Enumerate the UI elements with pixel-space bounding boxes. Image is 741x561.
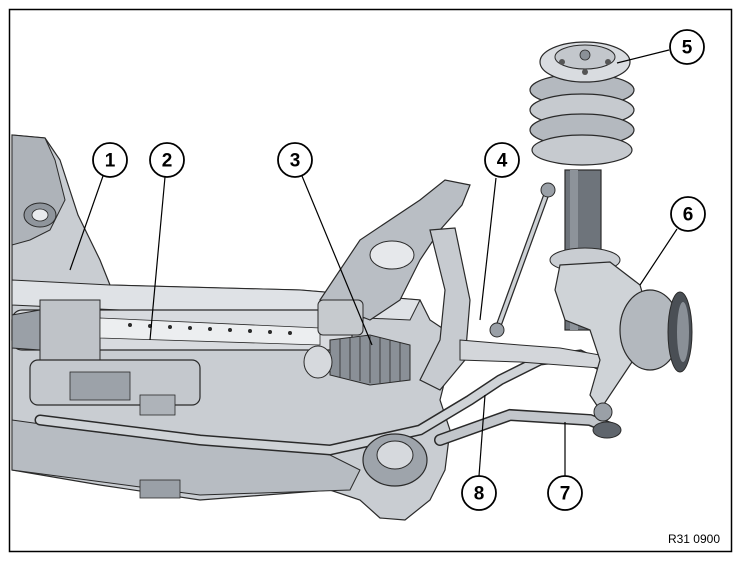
control-arm-drawing <box>319 179 471 321</box>
leader-line-4 <box>479 177 497 321</box>
callout-label-4: 4 <box>497 151 508 172</box>
callout-label-3: 3 <box>290 151 301 172</box>
leader-line-2 <box>149 176 166 341</box>
suspension-illustration <box>11 41 693 521</box>
callout-label-2: 2 <box>162 151 173 172</box>
callout-label-8: 8 <box>474 484 485 505</box>
leader-line-3 <box>301 175 373 346</box>
callout-label-7: 7 <box>560 484 571 505</box>
lower-arm-drawing <box>419 227 601 391</box>
callout-2: 2 <box>149 142 185 178</box>
callout-8: 8 <box>461 475 497 511</box>
callout-label-6: 6 <box>683 205 694 226</box>
callout-5: 5 <box>669 29 705 65</box>
leader-line-1 <box>69 175 104 271</box>
reference-code: R31 0900 <box>668 532 720 546</box>
callout-4: 4 <box>484 142 520 178</box>
callout-label-1: 1 <box>105 151 116 172</box>
wheel-carrier-drawing <box>554 261 693 439</box>
front-bushing-drawing <box>362 433 428 487</box>
leader-line-8 <box>478 394 486 477</box>
callout-3: 3 <box>277 142 313 178</box>
leader-line-5 <box>616 49 670 64</box>
steering-rack-drawing <box>11 299 353 416</box>
callout-7: 7 <box>547 475 583 511</box>
leader-lines <box>69 49 678 477</box>
leader-line-6 <box>639 228 678 286</box>
stabilizer-link-drawing <box>489 182 556 338</box>
steering-boot-drawing <box>303 299 411 386</box>
callout-1: 1 <box>92 142 128 178</box>
callout-label-5: 5 <box>682 38 693 59</box>
callout-6: 6 <box>670 196 706 232</box>
